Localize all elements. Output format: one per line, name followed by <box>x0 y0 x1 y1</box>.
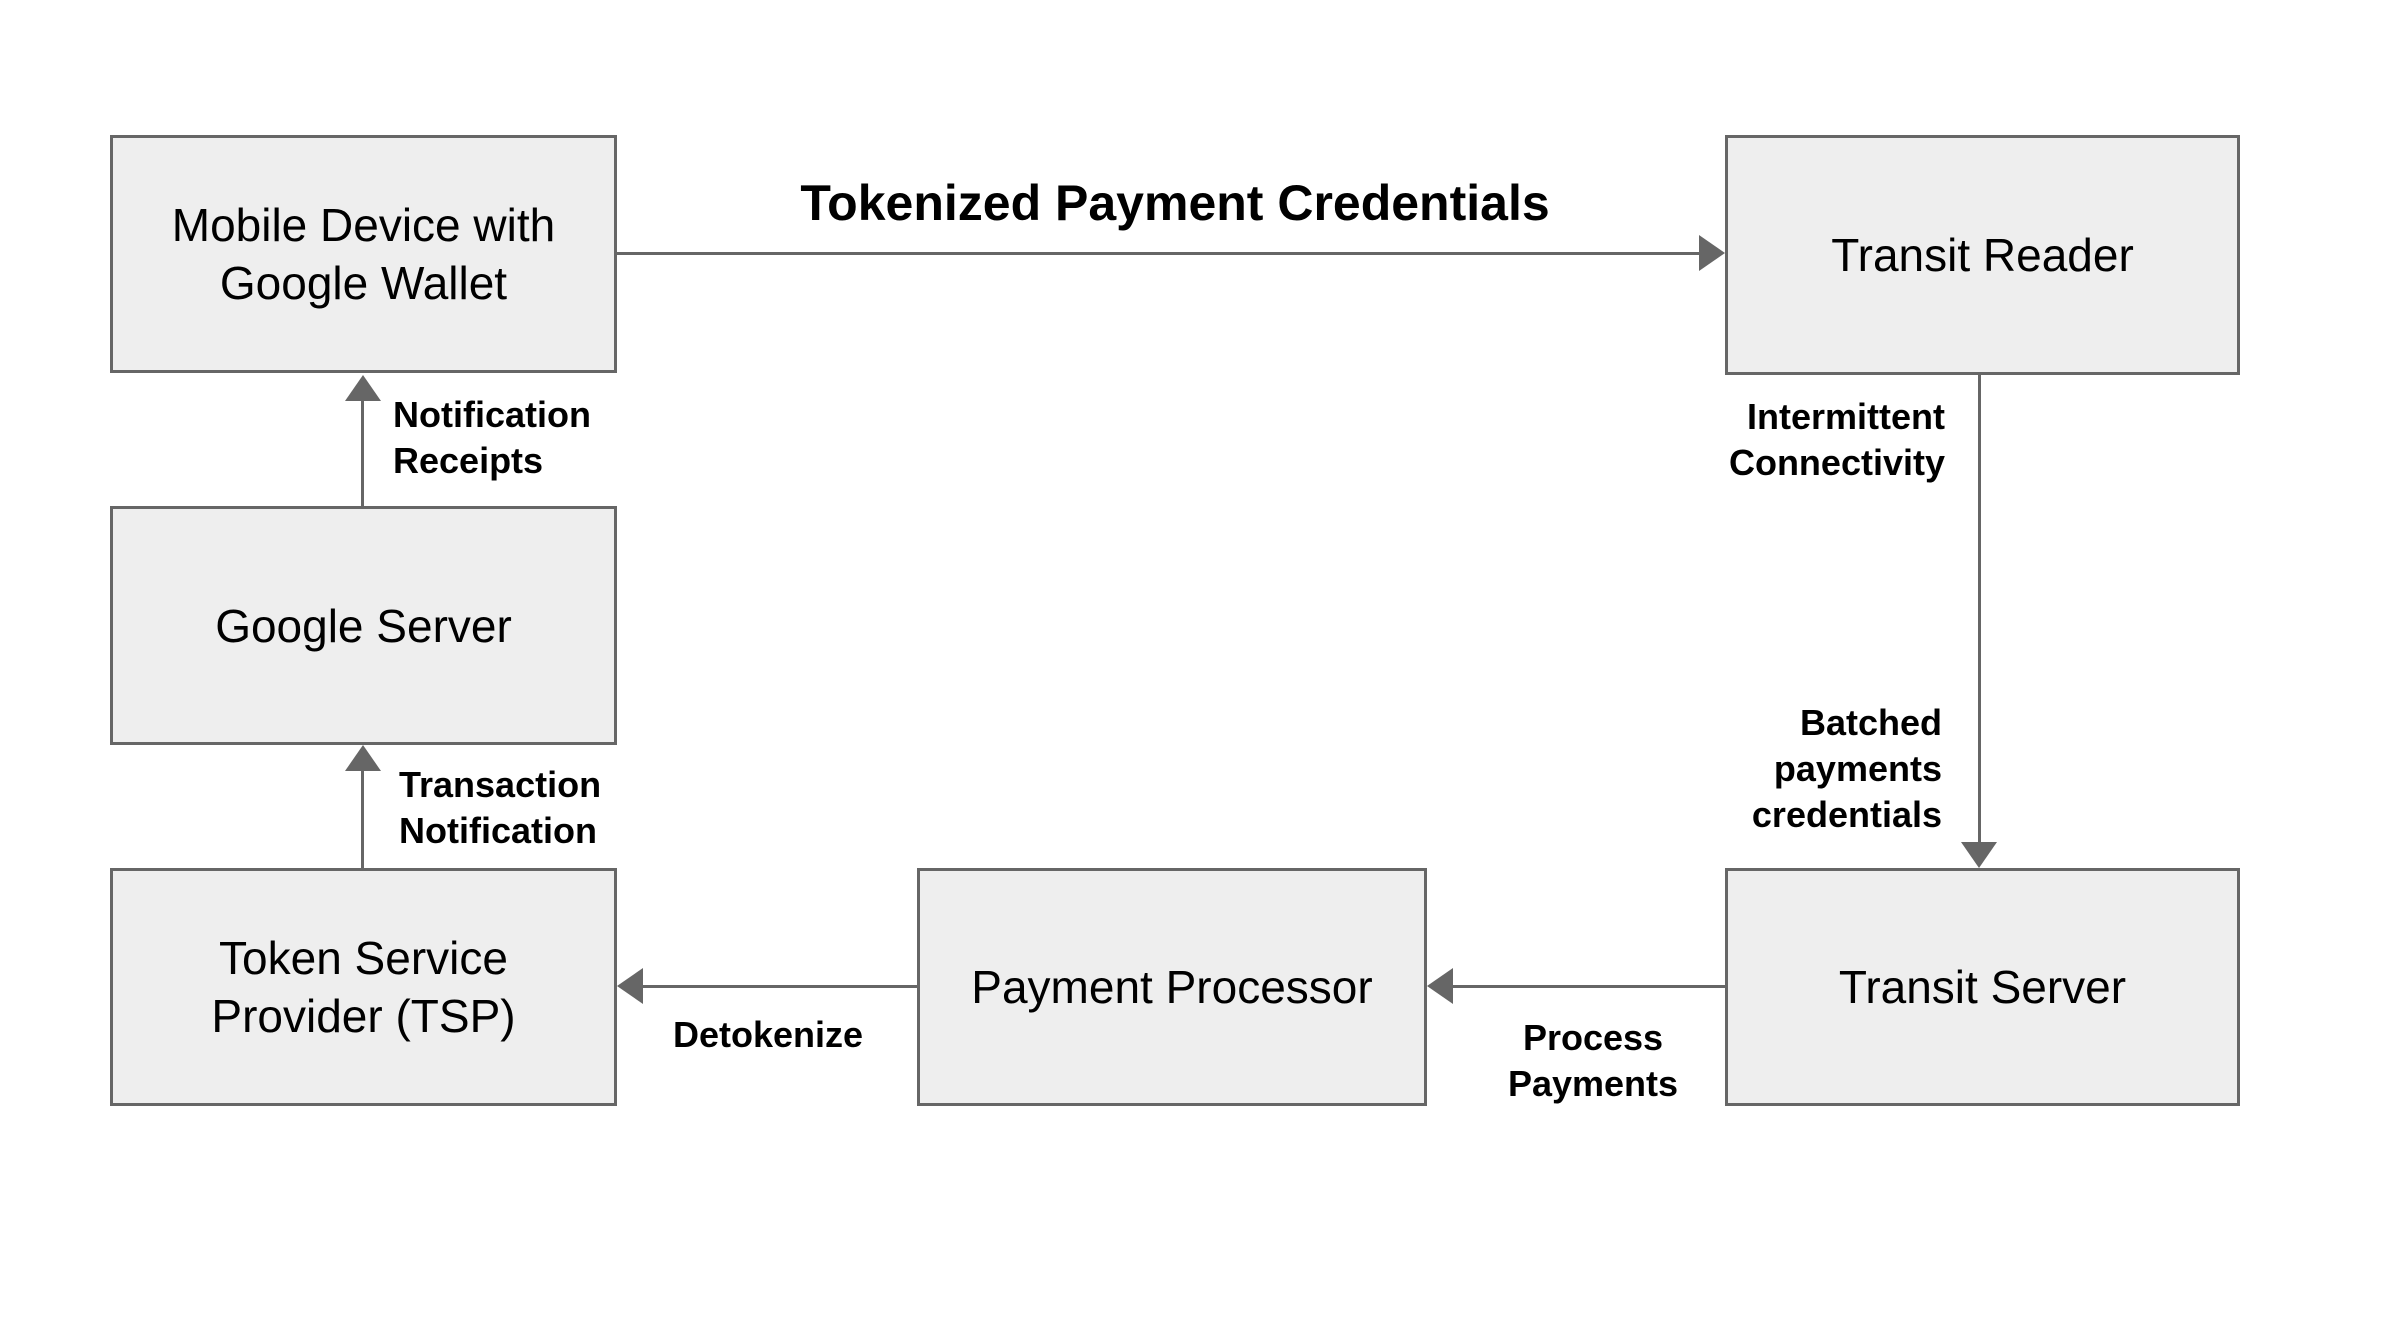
edge-process-payments-line <box>1453 985 1725 988</box>
edge-batched-payments-line <box>1978 375 1981 842</box>
edge-label-tokenized-payment-credentials: Tokenized Payment Credentials <box>800 175 1550 231</box>
edge-label-detokenize: Detokenize <box>672 1014 864 1055</box>
edge-detokenize-line <box>643 985 917 988</box>
arrowhead-left-icon <box>1427 968 1453 1004</box>
arrowhead-right-icon <box>1699 235 1725 271</box>
edge-transaction-notification-line <box>361 771 364 868</box>
arrowhead-down-icon <box>1961 842 1997 868</box>
arrowhead-up-icon <box>345 745 381 771</box>
edge-label-transaction-notification: Transaction Notification <box>399 764 602 851</box>
node-transit-server: Transit Server <box>1725 868 2240 1106</box>
edge-notification-receipts-line <box>361 401 364 506</box>
node-mobile-device-with-google-wallet: Mobile Device with Google Wallet <box>110 135 617 373</box>
edge-label-intermittent-connectivity: Intermittent Connectivity <box>1728 396 1945 483</box>
arrowhead-left-icon <box>617 968 643 1004</box>
edge-label-process-payments: Process Payments <box>1507 1017 1679 1104</box>
node-token-service-provider: Token Service Provider (TSP) <box>110 868 617 1106</box>
node-payment-processor: Payment Processor <box>917 868 1427 1106</box>
edge-label-notification-receipts: Notification Receipts <box>393 394 591 481</box>
arrowhead-up-icon <box>345 375 381 401</box>
edge-tokenized-payment-credentials-line <box>617 252 1699 255</box>
edge-label-batched-payments-credentials: Batched payments credentials <box>1751 702 1942 835</box>
node-google-server: Google Server <box>110 506 617 745</box>
node-transit-reader: Transit Reader <box>1725 135 2240 375</box>
